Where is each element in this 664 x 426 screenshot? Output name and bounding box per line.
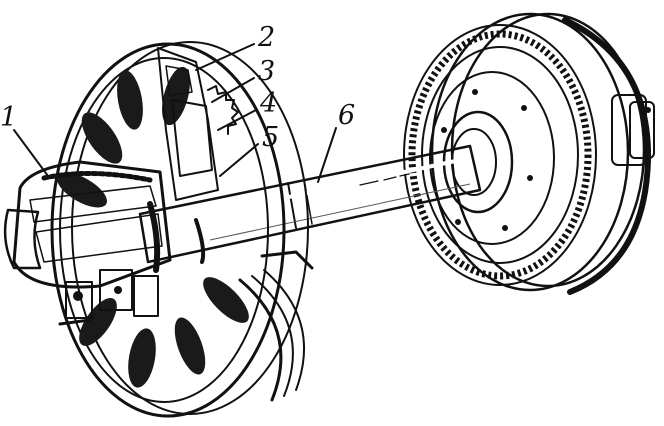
callout-3: 3 bbox=[258, 56, 275, 87]
cutaway-section bbox=[157, 47, 239, 201]
leader-4 bbox=[217, 109, 257, 131]
callout-labels: 1 2 3 4 5 6 bbox=[0, 22, 355, 153]
hub-bolts bbox=[441, 89, 533, 231]
leader-5 bbox=[219, 143, 259, 177]
right-axle-cap bbox=[611, 94, 655, 166]
callout-4: 4 bbox=[259, 88, 277, 119]
callout-5: 5 bbox=[262, 122, 279, 153]
leader-1 bbox=[13, 129, 49, 177]
axle bbox=[138, 144, 482, 264]
leader-6 bbox=[317, 127, 337, 183]
leader-lines bbox=[13, 43, 337, 183]
axle-box bbox=[3, 160, 206, 326]
leader-3 bbox=[211, 77, 255, 103]
leader-2 bbox=[195, 43, 255, 71]
spoke-openings bbox=[57, 66, 249, 388]
left-wheel bbox=[3, 41, 314, 418]
callout-1: 1 bbox=[0, 102, 17, 133]
callout-2: 2 bbox=[257, 22, 275, 53]
callout-6: 6 bbox=[338, 100, 355, 131]
